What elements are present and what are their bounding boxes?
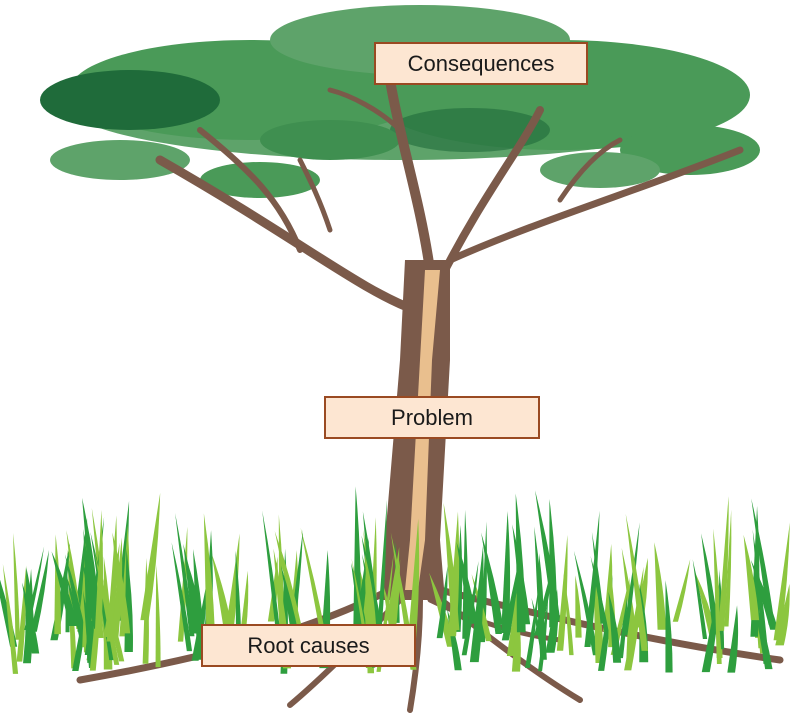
grass-blade	[665, 580, 672, 672]
consequences-label: Consequences	[374, 42, 588, 85]
grass-blade	[156, 565, 161, 667]
root-causes-label: Root causes	[201, 624, 416, 667]
problem-label: Problem	[324, 396, 540, 439]
grass-blade	[654, 542, 666, 630]
tree-canopy	[40, 5, 760, 198]
grass-blade	[516, 493, 526, 632]
grass-blade	[13, 533, 20, 640]
grass-blade	[241, 571, 249, 632]
grass-blade	[301, 528, 326, 635]
grass-blade	[557, 535, 568, 651]
grass-blade	[673, 559, 690, 621]
grass-blade	[501, 511, 510, 633]
